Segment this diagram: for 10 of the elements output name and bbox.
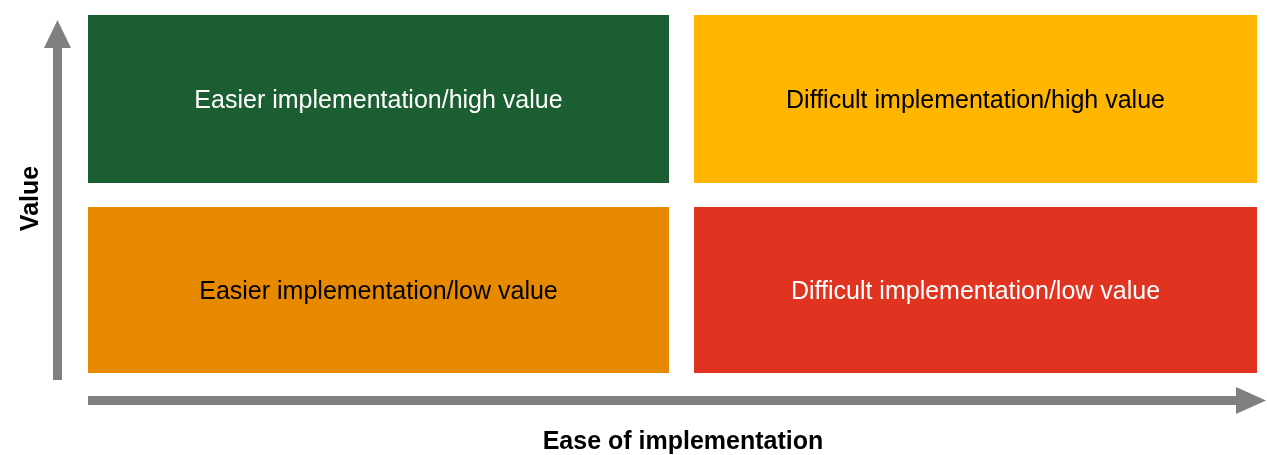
- quadrant-label: Difficult implementation/low value: [790, 275, 1161, 305]
- quadrant-box: [88, 15, 669, 183]
- quadrant-box: [694, 207, 1257, 373]
- quadrant-label: Easier implementation/high value: [194, 84, 563, 114]
- quadrant-box: [694, 15, 1257, 183]
- axis-title: Ease of implementation: [542, 425, 824, 455]
- quadrant-label: Difficult implementation/high value: [786, 84, 1165, 114]
- quadrant-box: [88, 207, 669, 373]
- axis-title: Value: [15, 165, 45, 231]
- quadrant-label: Easier implementation/low value: [199, 275, 558, 305]
